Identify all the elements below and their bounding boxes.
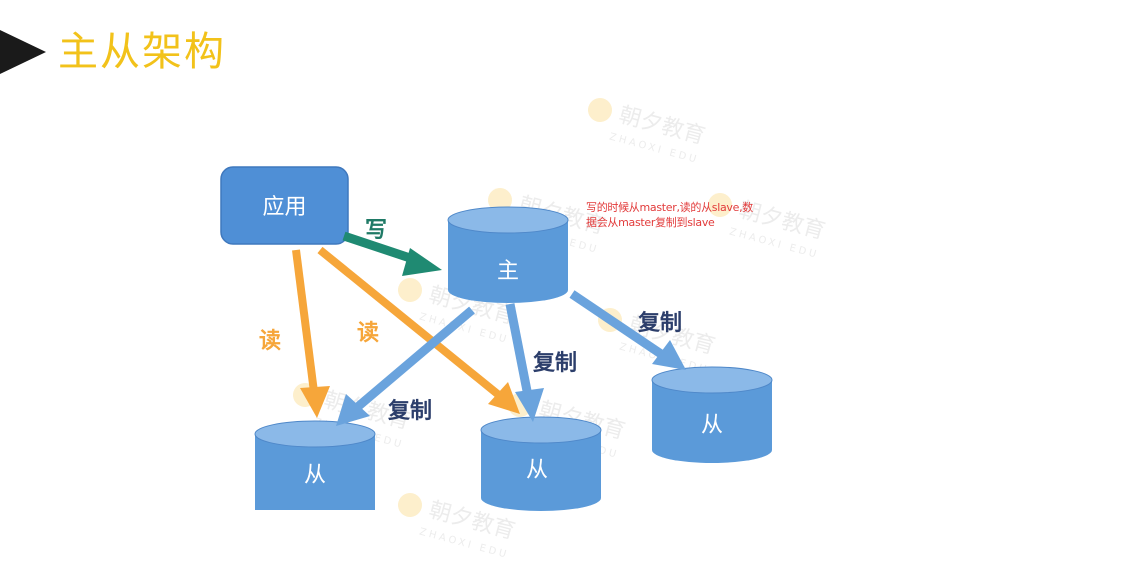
slave-label-2: 从 — [526, 458, 548, 483]
replicate-arrow-3 — [569, 290, 686, 370]
write-label: 写 — [365, 218, 387, 243]
page-header: 主从架构 — [0, 20, 400, 84]
master-label: 主 — [497, 259, 519, 284]
slave-label-1: 从 — [304, 463, 326, 488]
write-arrow — [342, 231, 442, 276]
replicate-arrow-2 — [505, 303, 544, 422]
replicate-arrow-1 — [336, 306, 475, 426]
read-arrow-2 — [317, 246, 520, 414]
slave-node-3: 从 — [651, 366, 773, 463]
annotation-note: 写的时候从master,读的从slave,数 据会从master复制到slave — [586, 200, 786, 230]
replicate-label-1: 复制 — [532, 350, 577, 376]
slave-label-3: 从 — [701, 413, 723, 438]
slave-node-2: 从 — [480, 416, 602, 511]
watermark: 朝夕教育 ZHAOXI EDU — [588, 98, 708, 166]
page-title: 主从架构 — [58, 29, 226, 75]
note-line-2: 据会从master复制到slave — [586, 216, 715, 229]
master-node: 主 — [447, 206, 569, 303]
read-label-1: 读 — [259, 329, 281, 354]
app-node: 应用 — [220, 166, 349, 245]
read-label-2: 读 — [357, 321, 379, 346]
note-line-1: 写的时候从master,读的从slave,数 — [586, 201, 753, 214]
replicate-label-2: 复制 — [387, 398, 432, 424]
title-arrow-icon — [0, 30, 46, 74]
slave-node-1: 从 — [254, 420, 376, 510]
app-label: 应用 — [262, 195, 306, 220]
replicate-label-3: 复制 — [637, 310, 682, 336]
read-arrow-1 — [292, 249, 330, 418]
